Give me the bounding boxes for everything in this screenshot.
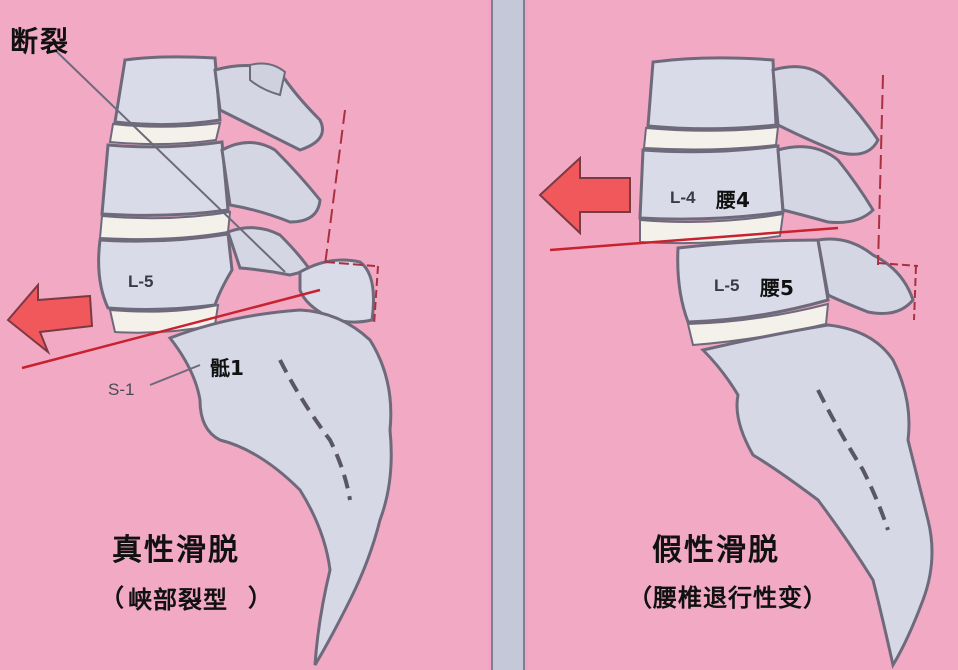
l4-label: 腰4 bbox=[716, 188, 750, 212]
vertebra-l5-code-right: L-5 bbox=[714, 276, 740, 295]
true-spondylolisthesis-panel: 断裂 L-5 S-1 骶1 真性滑脱 （ 峡部裂型 ） bbox=[6, 25, 393, 666]
slip-guide-line-right bbox=[549, 226, 839, 252]
subtitle-close: ） bbox=[248, 584, 273, 612]
fracture-leader-line bbox=[54, 49, 286, 273]
fracture-label: 断裂 bbox=[10, 25, 71, 58]
true-slip-subtitle: 峡部裂型 bbox=[128, 586, 228, 614]
sacrum-code: S-1 bbox=[108, 380, 135, 399]
arrow-left-icon bbox=[6, 282, 94, 356]
subtitle-open: （ bbox=[100, 584, 125, 612]
pseudo-slip-title: 假性滑脱 bbox=[652, 533, 780, 568]
spine-illustration-right bbox=[538, 56, 934, 669]
panel-divider bbox=[488, 0, 528, 670]
pseudo-slip-subtitle: （腰椎退行性变） bbox=[628, 584, 828, 612]
vertebra-l4-code: L-4 bbox=[670, 188, 696, 207]
arrow-left-icon bbox=[538, 155, 631, 236]
pseudo-spondylolisthesis-panel: L-4 腰4 L-5 腰5 假性滑脱 （腰椎退行性变） bbox=[528, 0, 958, 670]
sacrum-label: 骶1 bbox=[210, 356, 244, 380]
spine-illustration-left bbox=[6, 49, 393, 666]
slip-guide-line bbox=[21, 288, 321, 370]
l5-label: 腰5 bbox=[760, 276, 794, 300]
true-slip-title: 真性滑脱 bbox=[112, 533, 240, 568]
vertebra-l5-code: L-5 bbox=[128, 272, 154, 291]
